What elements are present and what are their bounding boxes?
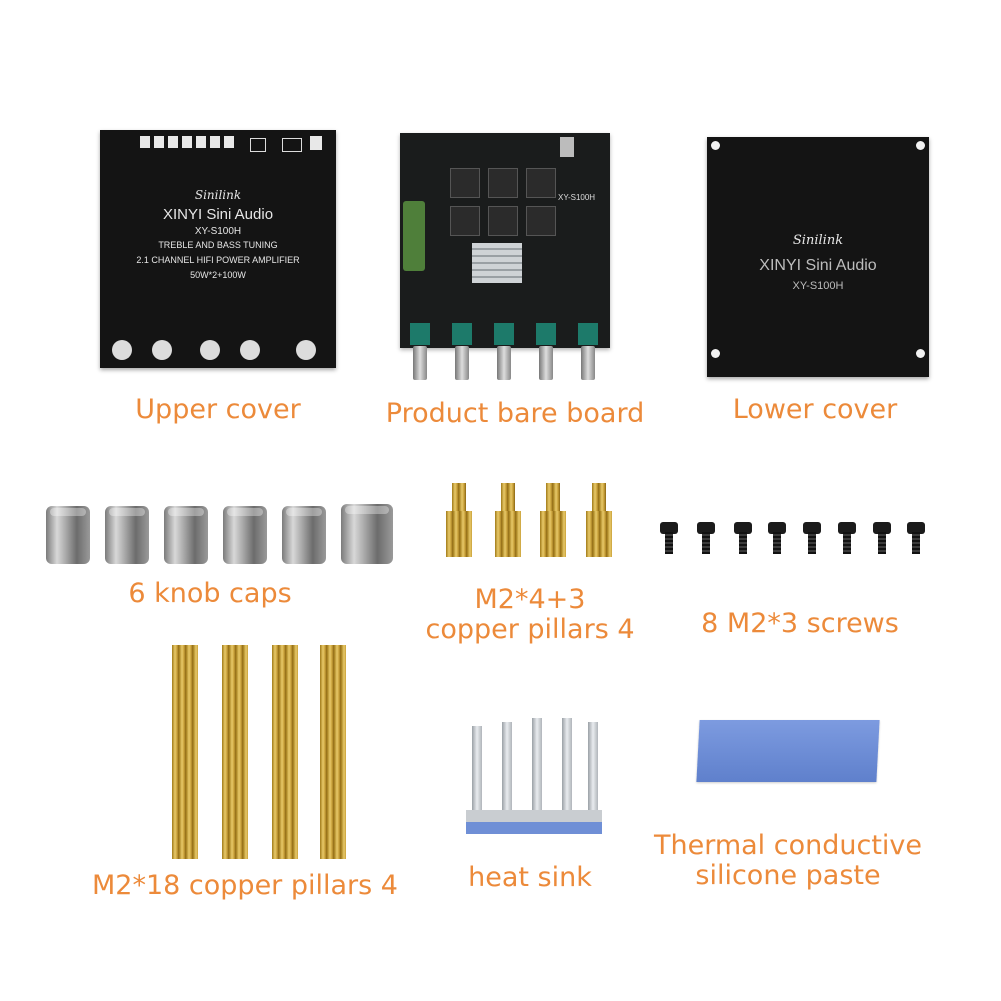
board-model-label: XY-S100H xyxy=(558,193,596,202)
lower-cover-hole-tl xyxy=(711,141,720,150)
knob-cap-4 xyxy=(223,506,267,564)
screw-5 xyxy=(803,522,821,554)
upper-cover-hole-3 xyxy=(200,340,220,360)
caption-screws: 8 M2*3 screws xyxy=(701,608,899,639)
lower-cover-hole-tr xyxy=(916,141,925,150)
short-pillar-2 xyxy=(501,483,515,511)
lower-cover-image: Sinilink XINYI Sini Audio XY-S100H xyxy=(707,137,929,377)
upper-cover-hole-4 xyxy=(240,340,260,360)
screw-2 xyxy=(697,522,715,554)
pot-2 xyxy=(452,323,472,345)
long-pillar-4 xyxy=(320,645,346,859)
upper-cover-brand: XINYI Sini Audio xyxy=(162,206,274,223)
caption-lower-cover: Lower cover xyxy=(732,394,898,425)
screw-4 xyxy=(768,522,786,554)
heat-sink-image xyxy=(466,718,602,836)
caption-bare-board: Product bare board xyxy=(385,398,645,429)
inductor-5 xyxy=(488,206,518,236)
inductor-2 xyxy=(488,168,518,198)
short-pillar-2-body xyxy=(495,511,521,557)
upper-cover-line1: TREBLE AND BASS TUNING xyxy=(158,240,278,250)
caption-heat-sink: heat sink xyxy=(468,862,592,893)
upper-cover-image: Sinilink XINYI Sini Audio XY-S100H TREBL… xyxy=(100,130,336,368)
caption-paste-line1: Thermal conductive xyxy=(653,830,923,861)
upper-cover-line3: 50W*2+100W xyxy=(190,270,246,280)
inductor-6 xyxy=(526,206,556,236)
short-pillar-4 xyxy=(592,483,606,511)
upper-cover-top-ports xyxy=(110,134,325,154)
pot-5 xyxy=(578,323,598,345)
caption-paste-line2: silicone paste xyxy=(695,860,881,891)
lower-cover-logo: Sinilink xyxy=(792,233,844,248)
inductor-4 xyxy=(450,206,480,236)
knob-cap-5 xyxy=(282,506,326,564)
short-pillar-1 xyxy=(452,483,466,511)
pot-4 xyxy=(536,323,556,345)
caption-knob-caps: 6 knob caps xyxy=(128,578,292,609)
screw-6 xyxy=(838,522,856,554)
screw-8 xyxy=(907,522,925,554)
pot-3 xyxy=(494,323,514,345)
thermal-pad-image xyxy=(696,720,880,782)
board-heatsink xyxy=(472,243,522,283)
board-usb-port xyxy=(560,137,574,157)
board-shaft-2 xyxy=(455,346,469,380)
caption-short-pillars-line2: copper pillars 4 xyxy=(425,614,635,645)
upper-cover-hole-5 xyxy=(296,340,316,360)
long-pillar-1 xyxy=(172,645,198,859)
short-pillar-3-body xyxy=(540,511,566,557)
upper-cover-logo: Sinilink xyxy=(194,188,242,202)
bare-board-image: XY-S100H xyxy=(400,133,610,348)
screw-1 xyxy=(660,522,678,554)
knob-cap-1 xyxy=(46,506,90,564)
board-capacitor xyxy=(403,201,425,271)
screw-7 xyxy=(873,522,891,554)
inductor-1 xyxy=(450,168,480,198)
board-shaft-1 xyxy=(413,346,427,380)
caption-short-pillars-line1: M2*4+3 xyxy=(474,584,586,615)
lower-cover-hole-bl xyxy=(711,349,720,358)
lower-cover-model: XY-S100H xyxy=(792,280,844,292)
lower-cover-brand: XINYI Sini Audio xyxy=(759,257,877,274)
pot-1 xyxy=(410,323,430,345)
long-pillar-3 xyxy=(272,645,298,859)
upper-cover-hole-1 xyxy=(112,340,132,360)
long-pillar-2 xyxy=(222,645,248,859)
knob-cap-6 xyxy=(341,504,393,564)
lower-cover-hole-br xyxy=(916,349,925,358)
upper-cover-model: XY-S100H xyxy=(194,226,242,237)
board-shaft-3 xyxy=(497,346,511,380)
upper-cover-hole-2 xyxy=(152,340,172,360)
short-pillar-1-body xyxy=(446,511,472,557)
screw-3 xyxy=(734,522,752,554)
caption-upper-cover: Upper cover xyxy=(135,394,301,425)
knob-cap-3 xyxy=(164,506,208,564)
caption-long-pillars: M2*18 copper pillars 4 xyxy=(92,870,398,901)
upper-cover-line2: 2.1 CHANNEL HIFI POWER AMPLIFIER xyxy=(136,255,300,265)
heat-sink-pad xyxy=(466,822,602,834)
knob-cap-2 xyxy=(105,506,149,564)
short-pillar-3 xyxy=(546,483,560,511)
short-pillar-4-body xyxy=(586,511,612,557)
board-shaft-4 xyxy=(539,346,553,380)
inductor-3 xyxy=(526,168,556,198)
board-shaft-5 xyxy=(581,346,595,380)
